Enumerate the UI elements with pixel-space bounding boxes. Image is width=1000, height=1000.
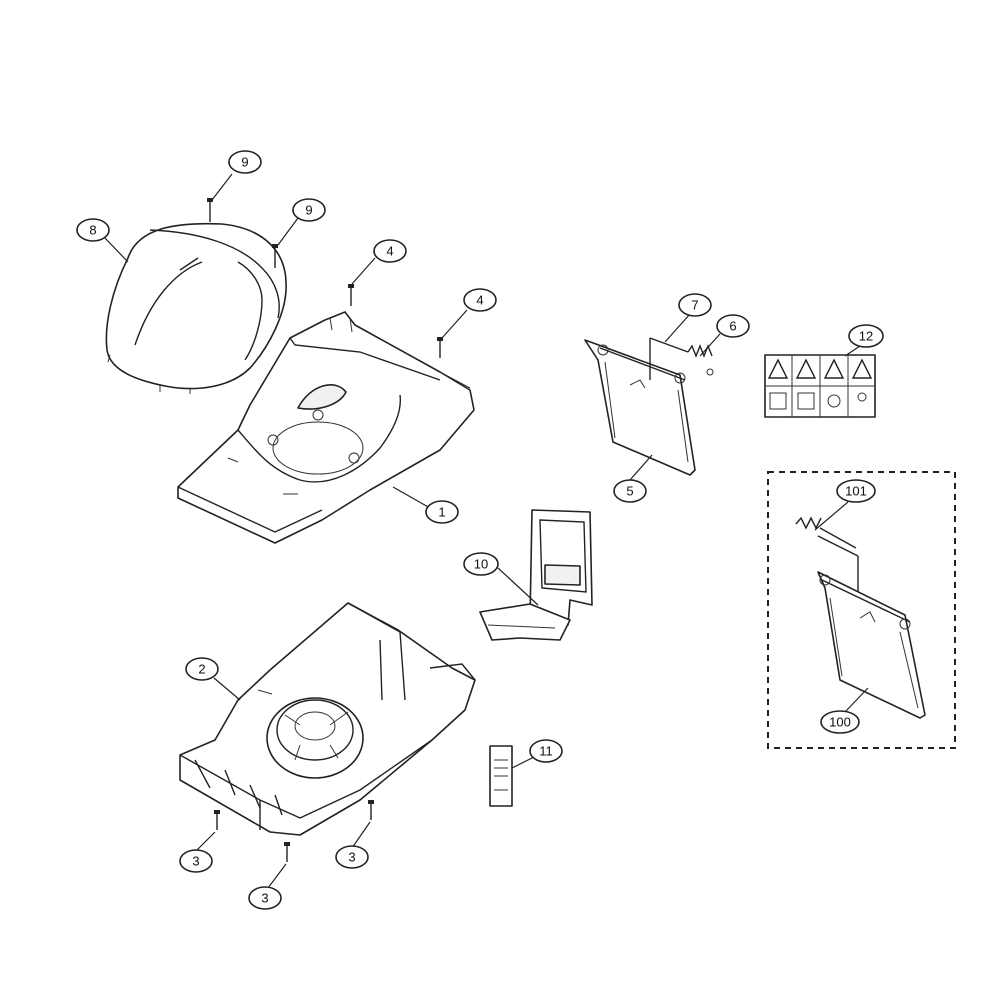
- part-9-screw-a: [207, 198, 213, 222]
- callout-3-bottom: 3: [248, 886, 282, 910]
- svg-text:8: 8: [89, 223, 96, 238]
- part-4-screw-b: [437, 337, 443, 358]
- callout-3-left: 3: [179, 849, 213, 873]
- leader-lines: [104, 173, 869, 889]
- part-5-rear-flap: [584, 339, 696, 476]
- callout-8: 8: [76, 218, 110, 242]
- svg-text:10: 10: [474, 557, 488, 572]
- svg-text:100: 100: [829, 715, 851, 730]
- part-3-screw-b: [284, 842, 290, 862]
- part-4-screw-a: [348, 284, 354, 306]
- svg-text:2: 2: [198, 662, 205, 677]
- part-8-rear-cover: [105, 222, 287, 394]
- svg-text:3: 3: [192, 854, 199, 869]
- part-100-rear-flap-kit: [817, 571, 926, 719]
- svg-text:12: 12: [859, 329, 873, 344]
- kit-box: [767, 471, 956, 749]
- callout-4-left: 4: [373, 239, 407, 263]
- part-101-spring-rod: [795, 516, 859, 592]
- svg-text:5: 5: [626, 484, 633, 499]
- callout-1: 1: [425, 500, 459, 524]
- callout-10: 10: [463, 552, 499, 576]
- part-1-upper-deck: [177, 311, 475, 544]
- part-7-rod: [649, 337, 689, 380]
- part-11-label-card: [489, 745, 513, 807]
- callout-4-right: 4: [463, 288, 497, 312]
- svg-text:1: 1: [438, 505, 445, 520]
- svg-text:11: 11: [539, 744, 553, 759]
- svg-text:7: 7: [691, 298, 698, 313]
- callout-3-right: 3: [335, 845, 369, 869]
- part-10-grass-flap: [479, 509, 593, 641]
- svg-text:101: 101: [845, 484, 867, 499]
- part-2-lower-housing: [179, 602, 476, 836]
- svg-text:6: 6: [729, 319, 736, 334]
- callout-11: 11: [529, 739, 563, 763]
- part-12-warning-label: [764, 354, 876, 418]
- part-3-screw-a: [214, 810, 220, 830]
- svg-text:4: 4: [476, 293, 483, 308]
- callout-9-top: 9: [228, 150, 262, 174]
- part-9-screw-b: [272, 244, 278, 268]
- callout-6: 6: [716, 314, 750, 338]
- callout-5: 5: [613, 479, 647, 503]
- callout-100: 100: [820, 710, 860, 734]
- svg-text:9: 9: [305, 203, 312, 218]
- callout-9-second: 9: [292, 198, 326, 222]
- callout-101: 101: [836, 479, 876, 503]
- callout-7: 7: [678, 293, 712, 317]
- part-6-spring: [687, 344, 714, 376]
- svg-text:9: 9: [241, 155, 248, 170]
- svg-text:3: 3: [261, 891, 268, 906]
- svg-text:3: 3: [348, 850, 355, 865]
- svg-text:4: 4: [386, 244, 393, 259]
- callout-2: 2: [185, 657, 219, 681]
- callout-12: 12: [848, 324, 884, 348]
- part-3-screw-c: [368, 800, 374, 820]
